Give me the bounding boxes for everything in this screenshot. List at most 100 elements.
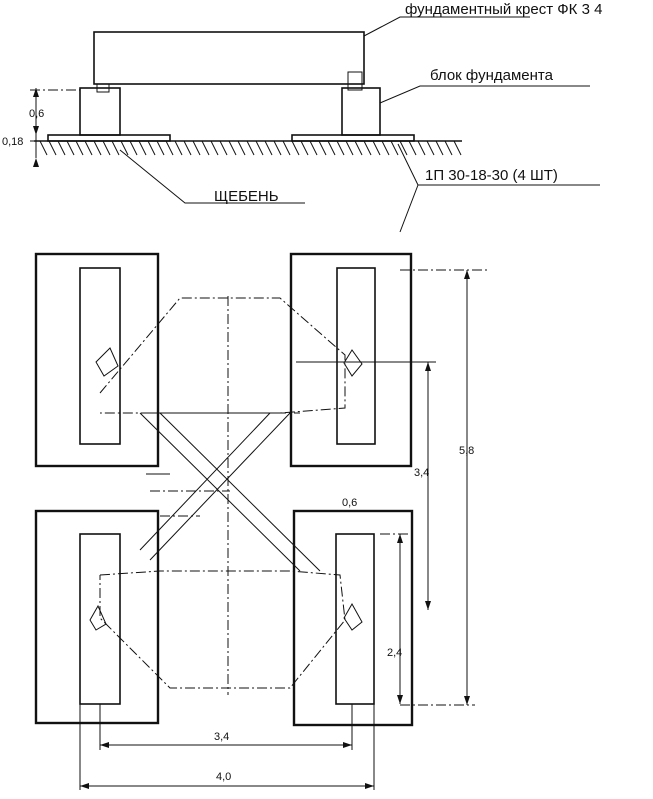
hatch-line [84,140,93,156]
anchor-top-right [343,349,363,377]
hatch-line [246,140,255,156]
dimension-arrowhead [33,126,39,135]
hatch-line [399,140,408,156]
block-top-right [336,267,376,445]
hatch-line [156,140,165,156]
dimension-arrowhead [33,158,39,167]
hatch-line [363,140,372,156]
block-top-left [79,267,121,445]
hatch-line [453,140,462,156]
hatch-line [147,140,156,156]
slab-thickness-label: 0,18 [2,136,23,148]
hatch-line [273,140,282,156]
left-foundation-block [79,87,121,136]
block-leader [379,85,590,104]
block-bottom-left [79,533,121,705]
hatch-line [318,140,327,156]
hatch-line [66,140,75,156]
slab-bottom-right [292,509,414,727]
hatch-line [210,140,219,156]
hatch-line [255,140,264,156]
dimension-arrowhead [425,362,431,371]
dimension-arrowhead [397,695,403,704]
cross-diagonal-b2 [139,412,271,551]
slab-bottom-left [34,509,160,725]
dim-24-label: 2,4 [387,647,402,659]
arrowheads [33,88,470,789]
anchor-bottom-left [89,604,107,631]
hatch-line [192,140,201,156]
dimension-arrowhead [425,601,431,610]
block-label: блок фундамента [430,67,554,84]
slab-leader-tail [399,184,419,233]
elevation-view: 0,6 0,18 фундаментный крест ФК 3 4 блок … [2,1,602,233]
hatch-line [57,140,66,156]
hatch-line [129,140,138,156]
dimension-arrowhead [397,534,403,543]
slab-label: 1П 30-18-30 (4 ШТ) [425,167,558,184]
block-height-label: 0,6 [29,108,44,120]
crosspiece-beam [93,31,365,85]
hatch-line [228,140,237,156]
dim-34v-label: 3,4 [414,467,429,479]
hatch-line [201,140,210,156]
crosspiece-outline-lower [99,570,346,689]
hatch-line [93,140,102,156]
hatch-line [138,140,147,156]
cross-diagonal-a [139,412,301,572]
right-support [347,71,363,91]
dim-34h-label: 3,4 [214,731,229,743]
block-bottom-right [335,533,375,705]
hatch-line [111,140,120,156]
hatch-line [219,140,228,156]
dimension-arrowhead [464,696,470,705]
hatch-line [300,140,309,156]
hatch-line [183,140,192,156]
crosspiece-label: фундаментный крест ФК 3 4 [405,1,602,18]
hatch-line [39,140,48,156]
left-slab [47,134,171,142]
hatch-line [165,140,174,156]
crosspiece-outline [99,297,346,414]
hatch-line [435,140,444,156]
crosspiece-leader [363,16,530,37]
hatch-line [408,140,417,156]
hatch-line [372,140,381,156]
hatch-line [120,140,129,156]
dimension-arrowhead [33,88,39,97]
dimension-arrowhead [365,783,374,789]
dim-58-label: 5,8 [459,445,474,457]
dim-06-label: 0,6 [342,497,357,509]
plan-view: 5,8 3,4 2,4 0,6 3,4 4,0 [33,88,490,790]
anchor-top-left [95,347,119,377]
dimension-arrowhead [464,270,470,279]
slab-top-left [34,252,160,468]
cross-diagonal-a2 [159,412,321,572]
hatch-line [237,140,246,156]
hatch-line [291,140,300,156]
slab-top-right [289,252,413,468]
gravel-label: ЩЕБЕНЬ [214,188,279,205]
dimension-arrowhead [100,742,109,748]
hatch-line [354,140,363,156]
hatch-line [390,140,399,156]
hatch-line [264,140,273,156]
hatch-line [444,140,453,156]
right-foundation-block [341,87,381,136]
dimension-arrowhead [343,742,352,748]
anchor-bottom-right [343,602,363,631]
right-slab [291,134,415,142]
hatch-line [174,140,183,156]
hatch-line [426,140,435,156]
hatch-line [417,140,426,156]
hatch-line [102,140,111,156]
hatch-line [309,140,318,156]
gravel-leader [119,149,305,204]
hatch-line [327,140,336,156]
hatch-line [381,140,390,156]
dim-40-label: 4,0 [216,771,231,783]
dimension-arrowhead [80,783,89,789]
hatch-line [282,140,291,156]
ground-hatching [39,140,462,156]
